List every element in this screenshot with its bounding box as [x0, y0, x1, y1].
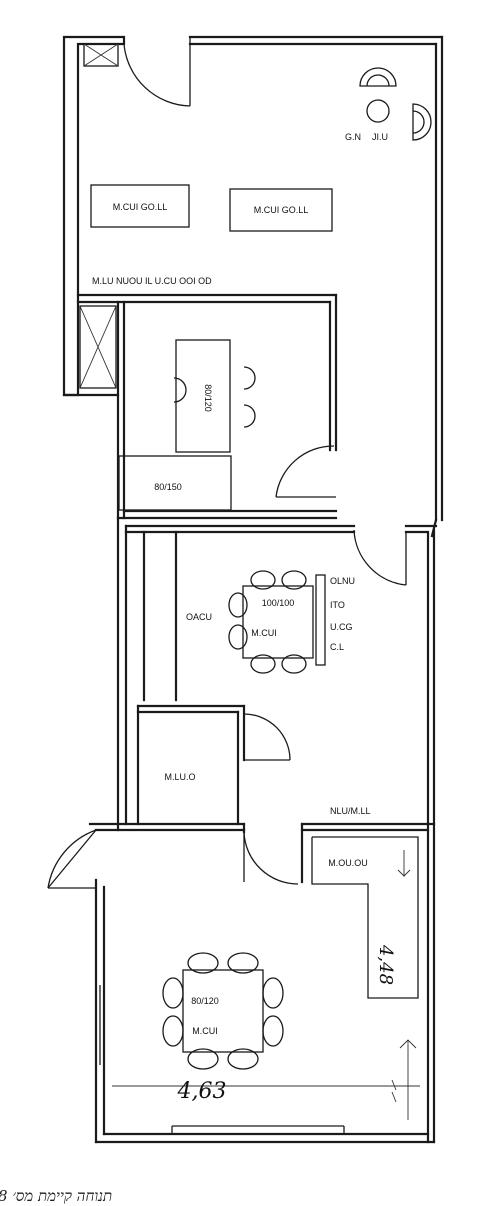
upper-room-door [275, 445, 336, 498]
middle-walls [124, 524, 438, 702]
counter-note: NLU/M.LL [330, 806, 371, 816]
lower-walls [88, 822, 436, 884]
side-board: OLNU ITO U.CG C.L [315, 574, 355, 666]
small-room-label: M.LU.O [164, 772, 195, 782]
meeting-table-sub: M.CUI [251, 628, 277, 638]
dimension-bottom: 4,63 [177, 1079, 227, 1104]
room-label: OACU [186, 612, 212, 622]
side-label-1: OLNU [330, 576, 355, 586]
shaft-top [83, 43, 119, 67]
meeting-table-label: 100/100 [262, 598, 295, 608]
chairs-top-right: G.N JI.U [345, 67, 432, 142]
entry-door-left [47, 829, 97, 889]
side-label-3: U.CG [330, 622, 353, 632]
upper-table-label: 80/120 [203, 384, 213, 412]
window-bottom [171, 1125, 345, 1134]
lower-door-right [243, 830, 299, 885]
upper-room-walls [62, 293, 338, 520]
shaft-mid [79, 305, 117, 389]
lower-table-sub: M.CUI [192, 1026, 218, 1036]
side-label-4: C.L [330, 642, 344, 652]
desk-2-label: M.CUI GO.LL [254, 205, 309, 215]
l-counter: M.OU.OU [311, 836, 419, 999]
dimension-lines [112, 1039, 420, 1120]
corridor-note: M.LU NUOU IL U.CU OOI OD [92, 276, 212, 286]
side-label-2: ITO [330, 600, 345, 610]
chairs-label: G.N [345, 132, 361, 142]
entrance-door [123, 37, 191, 107]
plan-caption: תנוחה קיימת מס׳ 8 [0, 1187, 113, 1205]
upper-table: 80/120 [173, 339, 256, 453]
lower-table: 80/120 M.CUI [162, 952, 284, 1070]
meeting-table: 100/100 M.CUI [228, 570, 314, 674]
desk-1: M.CUI GO.LL [90, 184, 190, 228]
middle-door [353, 529, 407, 586]
desk-1-label: M.CUI GO.LL [113, 202, 168, 212]
desk-2: M.CUI GO.LL [229, 188, 333, 232]
dimension-right: 4,48 [375, 944, 396, 985]
cabinet-label: 80/150 [154, 482, 182, 492]
counter-label: M.OU.OU [328, 858, 368, 868]
cabinet: 80/150 [118, 455, 232, 511]
outer-walls [62, 35, 444, 1144]
lower-table-label: 80/120 [191, 996, 219, 1006]
small-room: M.LU.O [136, 704, 291, 826]
chairs-label-2: JI.U [372, 132, 388, 142]
